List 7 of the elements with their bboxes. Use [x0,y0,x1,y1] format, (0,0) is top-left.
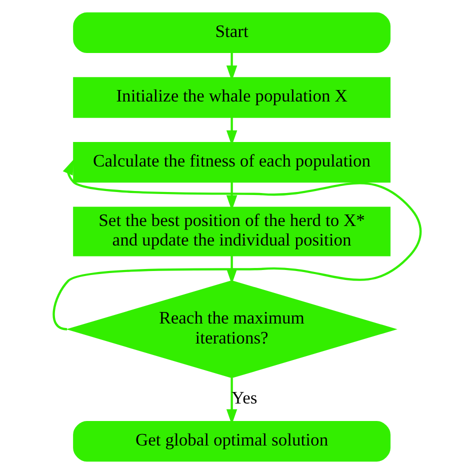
arrow [52,159,422,330]
node-box: Calculate the fitness of each population [73,142,390,183]
node-box: Set the best position of the herd to X* and update the individual position [73,206,390,256]
node-box: Get global optimal solution [73,420,390,462]
node-diamond: Reach the maximum iterations? [66,280,398,378]
node-box: Initialize the whale population X [73,77,390,118]
node-box: Start [73,12,390,54]
